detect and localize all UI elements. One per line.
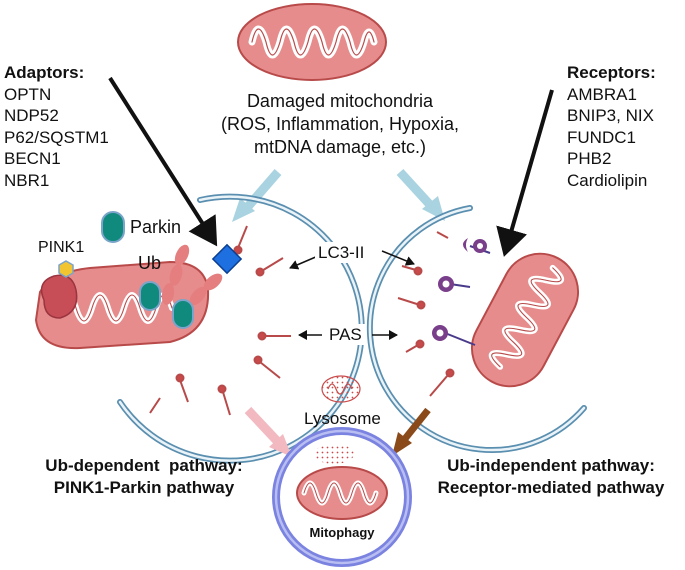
small-lysosome-icon <box>321 375 361 403</box>
right-mitochondrion <box>470 252 580 388</box>
receptors-arrow <box>496 89 554 257</box>
adaptors-list: Adaptors: OPTN NDP52 P62/SQSTM1 BECN1 NB… <box>4 62 109 191</box>
right-pathway-line-2: Receptor-mediated pathway <box>437 478 665 497</box>
mitophagy-label: Mitophagy <box>309 525 375 540</box>
top-line-2: (ROS, Inflammation, Hypoxia, <box>220 114 460 134</box>
ub-label: Ub <box>138 253 162 273</box>
receptor-item: FUNDC1 <box>567 127 636 147</box>
receptor-item: BNIP3, NIX <box>567 106 654 125</box>
adaptor-item: NBR1 <box>4 170 50 190</box>
pink1-protein <box>40 274 78 319</box>
pink1-label: PINK1 <box>38 239 85 256</box>
left-mitochondrion <box>34 260 210 350</box>
lc3-label: LC3-II <box>315 242 368 263</box>
parkin-bound-2 <box>172 299 194 329</box>
receptor-item: Cardiolipin <box>567 170 648 190</box>
right-pathway-line-1: Ub-independent pathway: <box>447 456 655 475</box>
receptor-item: AMBRA1 <box>567 84 637 104</box>
arrow-to-left-phagophore <box>232 169 282 222</box>
lysosome-label: Lysosome <box>304 409 381 428</box>
damaged-mitochondrion-top <box>237 3 387 81</box>
adaptor-item: P62/SQSTM1 <box>4 127 109 147</box>
adaptor-item: OPTN <box>4 84 52 104</box>
ub-independent-pathway-label: Ub-independent pathway: Receptor-mediate… <box>418 455 684 499</box>
right-phagophore <box>366 205 587 453</box>
ubiquitin-chain <box>161 244 223 306</box>
adaptors-arrow <box>108 76 218 247</box>
parkin-label: Parkin <box>130 217 182 237</box>
top-description: Damaged mitochondria (ROS, Inflammation,… <box>195 90 485 159</box>
pink1-hexagon-icon <box>58 260 74 278</box>
left-pathway-line-2: PINK1-Parkin pathway <box>53 478 235 497</box>
adaptor-item: BECN1 <box>4 149 61 168</box>
left-phagophore <box>117 193 365 464</box>
ub-dependent-pathway-label: Ub-dependent pathway: PINK1-Parkin pathw… <box>8 455 280 499</box>
top-line-3: mtDNA damage, etc.) <box>253 137 427 157</box>
receptors-list: Receptors: AMBRA1 BNIP3, NIX FUNDC1 PHB2… <box>567 62 656 191</box>
parkin-icon <box>101 211 125 243</box>
arrow-left-to-lysosome <box>244 406 292 457</box>
pas-label: PAS <box>326 324 365 345</box>
receptors-title: Receptors: <box>567 63 656 82</box>
receptor-proteins <box>432 238 491 346</box>
top-line-1: Damaged mitochondria <box>246 91 434 111</box>
arrow-right-to-lysosome <box>392 407 431 456</box>
lc3-pointer-right <box>381 250 415 266</box>
mitophagy-lysosome <box>272 427 412 567</box>
parkin-bound-1 <box>139 281 161 311</box>
adaptors-title: Adaptors: <box>4 63 85 82</box>
left-pathway-line-1: Ub-dependent pathway: <box>45 456 243 475</box>
receptor-item: PHB2 <box>567 149 612 168</box>
arrow-to-right-phagophore <box>396 168 445 221</box>
adaptor-square-icon <box>211 243 243 275</box>
adaptor-item: NDP52 <box>4 106 59 125</box>
lc3-pointer-left <box>289 255 319 270</box>
